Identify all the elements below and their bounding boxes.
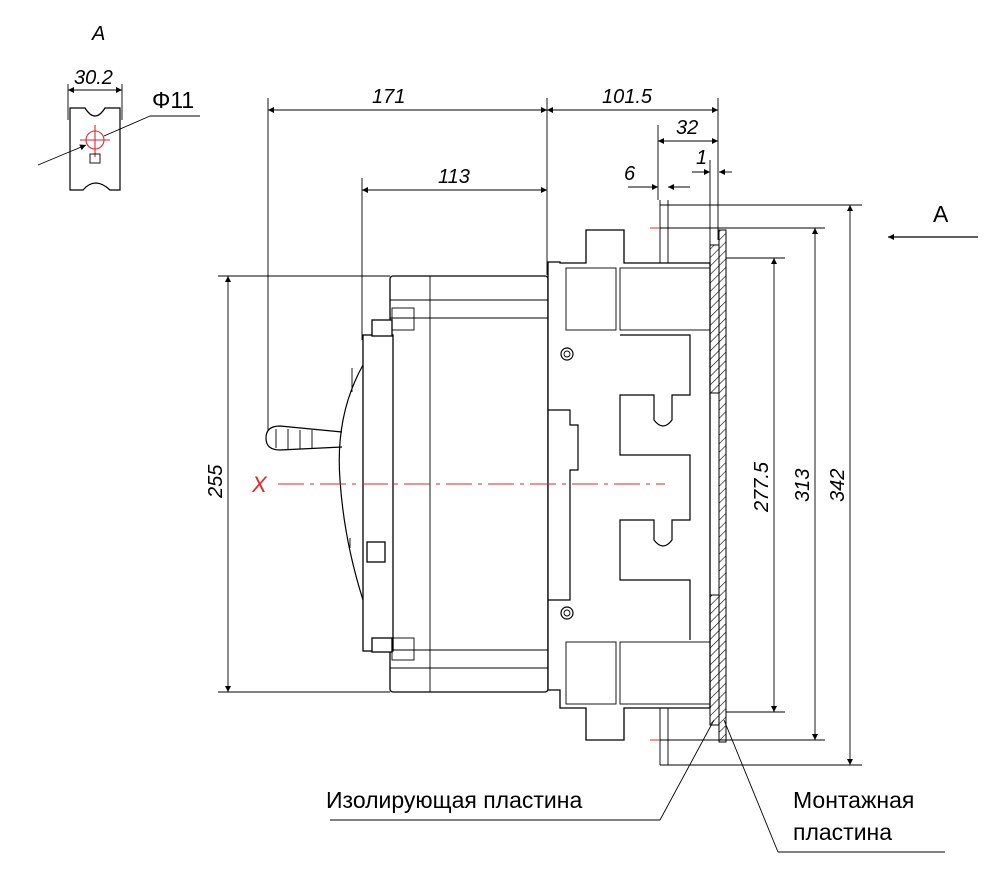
axis-label-x: X (251, 472, 268, 497)
dim-text-255: 255 (205, 464, 227, 499)
mounting-plate (718, 229, 727, 743)
part-labels: Изолирующая пластина Монтажная пластина (326, 719, 945, 853)
vertical-dimensions: 255 277.5 313 342 (205, 204, 862, 766)
label-mounting-plate-line1: Монтажная (793, 787, 914, 813)
insulating-plate (709, 244, 720, 726)
dim-text-342: 342 (827, 469, 849, 502)
dim-text-1: 1 (696, 147, 707, 169)
dim-text-313: 313 (792, 469, 814, 502)
dim-text-phi11: Φ11 (152, 87, 194, 113)
dim-text-277-5: 277.5 (751, 461, 773, 513)
dim-text-113: 113 (438, 166, 470, 188)
dim-text-32: 32 (676, 117, 698, 139)
dim-text-171: 171 (372, 86, 405, 108)
center-axis: X (251, 472, 665, 497)
view-arrow-label: A (933, 201, 949, 227)
operating-handle (265, 425, 343, 451)
dim-text-6: 6 (624, 163, 636, 185)
dim-leader-phi11 (37, 144, 87, 166)
detail-view-a: A 30.2 Φ11 (37, 23, 200, 191)
dim-text-30-2: 30.2 (74, 67, 113, 89)
horizontal-dimensions: 171 113 101.5 32 6 1 (267, 86, 732, 430)
label-insulating-plate: Изолирующая пластина (326, 787, 582, 813)
label-mounting-plate-line2: пластина (793, 819, 892, 845)
mounting-base (547, 200, 711, 765)
detail-view-letter: A (91, 23, 105, 45)
terminal-outline (69, 107, 121, 191)
view-arrow-a: A (888, 201, 978, 240)
dim-text-101-5: 101.5 (602, 86, 653, 108)
